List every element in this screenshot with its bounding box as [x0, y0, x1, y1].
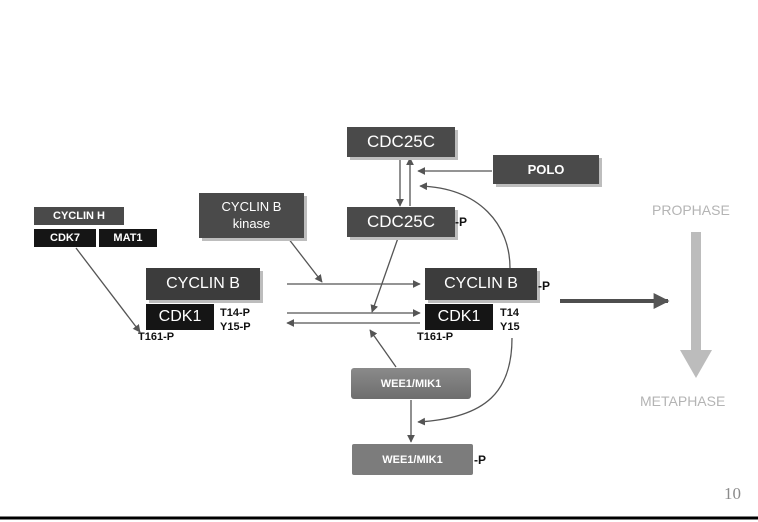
cdk1-right-box: CDK1 [425, 304, 493, 330]
mat1-label: MAT1 [113, 232, 143, 244]
left-t161p-label: T161-P [138, 331, 175, 343]
left-y15p-label: Y15-P [220, 321, 251, 333]
cyclin-b-right-label: CYCLIN B [444, 275, 518, 292]
right-y15-label: Y15 [500, 321, 520, 333]
cdc25c-phospho-label: CDC25C [366, 212, 436, 231]
arrow-cyclin-to-wee1 [417, 337, 513, 426]
arrow-cyclin-b-kinase [287, 237, 323, 283]
cdc25c-label: CDC25C [366, 132, 436, 151]
arrow-cdc25c-p [370, 237, 399, 313]
cdk1-right-label: CDK1 [437, 308, 481, 325]
cdc25c-phospho-tag: -P [455, 215, 467, 229]
arrow-prophase-metaphase-head [680, 350, 712, 378]
cyclin-h-label: CYCLIN H [53, 210, 105, 222]
cdk1-left-box: CDK1 [146, 304, 214, 330]
cyclin-b-kinase-line2: kinase [232, 215, 271, 231]
wee1-phospho-box: WEE1/MIK1 [352, 444, 473, 475]
cdc25c-box: CDC25C [347, 127, 455, 157]
cyclin-b-kinase-box: CYCLIN B kinase [199, 193, 304, 238]
polo-label: POLO [527, 162, 565, 177]
arrow-cdk7 [75, 247, 141, 333]
cyclin-b-left-label: CYCLIN B [166, 275, 240, 292]
arrow-wee1-up [369, 329, 397, 368]
prophase-label: PROPHASE [652, 202, 730, 218]
left-t14p-label: T14-P [220, 307, 250, 319]
cyclin-b-right-box: CYCLIN B [425, 268, 537, 300]
wee1-phospho-tag: -P [474, 453, 486, 467]
cyclin-b-right-phospho-tag: -P [538, 279, 550, 293]
wee1-box: WEE1/MIK1 [351, 368, 471, 399]
cyclin-h-box: CYCLIN H [34, 207, 124, 225]
wee1-phospho-label: WEE1/MIK1 [382, 453, 443, 466]
cdk1-left-label: CDK1 [158, 308, 202, 325]
mat1-box: MAT1 [99, 229, 157, 247]
metaphase-label: METAPHASE [640, 393, 726, 409]
cdc25c-phospho-box: CDC25C [347, 207, 455, 237]
cdk7-box: CDK7 [34, 229, 96, 247]
right-t161p-label: T161-P [417, 331, 454, 343]
wee1-label: WEE1/MIK1 [380, 377, 442, 390]
cdk7-label: CDK7 [50, 232, 80, 244]
arrow-cyclin-to-cdc25 [419, 182, 511, 269]
polo-box: POLO [493, 155, 599, 184]
cyclin-b-left-box: CYCLIN B [146, 268, 260, 300]
page-number: 10 [724, 484, 741, 503]
cyclin-b-kinase-line1: CYCLIN B [221, 199, 282, 215]
right-t14-label: T14 [500, 307, 519, 319]
